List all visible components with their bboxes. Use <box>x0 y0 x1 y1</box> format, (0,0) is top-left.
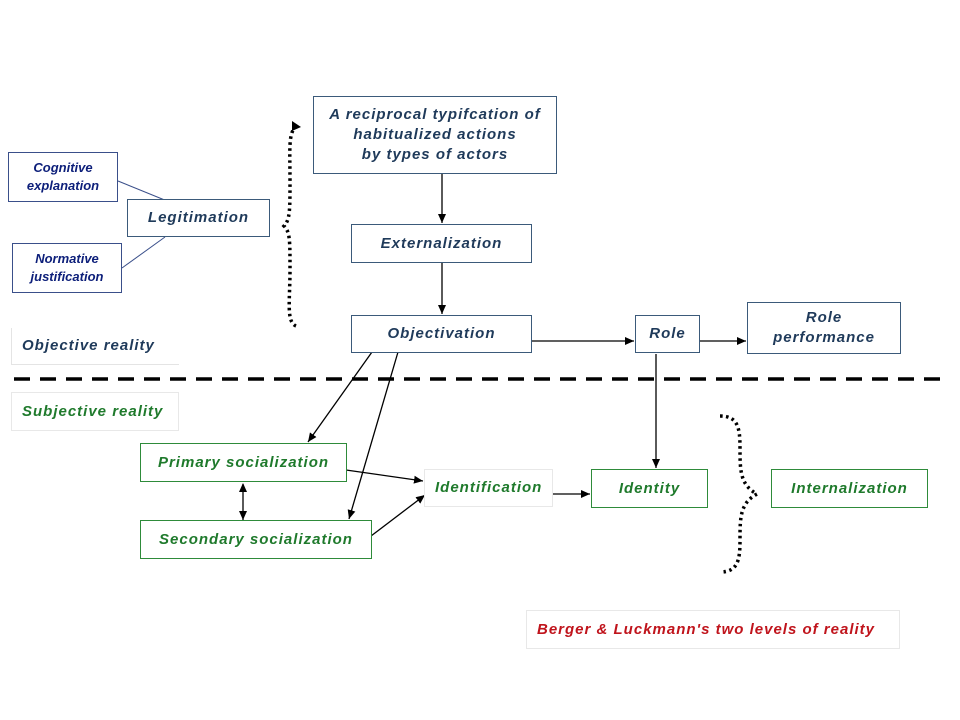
identification-box: Identification <box>424 469 553 507</box>
normative-justification-box: Normative justification <box>12 243 122 293</box>
dotted-brace-legitimation <box>281 124 298 328</box>
externalization-box: Externalization <box>351 224 532 263</box>
typification-box: A reciprocal typifcation of habitualized… <box>313 96 557 174</box>
arrow-objectivation-primary <box>307 351 373 443</box>
link-normative-legitimation <box>121 236 166 269</box>
cognitive-explanation-box: Cognitive explanation <box>8 152 118 202</box>
arrow-primary-identification <box>345 469 424 484</box>
arrow-secondary-identification <box>370 494 426 537</box>
primary-socialization-box: Primary socialization <box>140 443 347 482</box>
objectivation-box: Objectivation <box>351 315 532 353</box>
diagram-caption: Berger & Luckmann's two levels of realit… <box>526 610 900 649</box>
objective-reality-label: Objective reality <box>11 328 179 365</box>
dotted-brace-internalization <box>719 414 761 574</box>
subjective-reality-label: Subjective reality <box>11 392 179 431</box>
internalization-box: Internalization <box>771 469 928 508</box>
dotted-brace-arrowhead <box>292 121 301 131</box>
secondary-socialization-box: Secondary socialization <box>140 520 372 559</box>
identity-box: Identity <box>591 469 708 508</box>
role-performance-box: Role performance <box>747 302 901 354</box>
role-box: Role <box>635 315 700 353</box>
arrow-objectivation-secondary <box>347 351 399 520</box>
legitimation-box: Legitimation <box>127 199 270 237</box>
